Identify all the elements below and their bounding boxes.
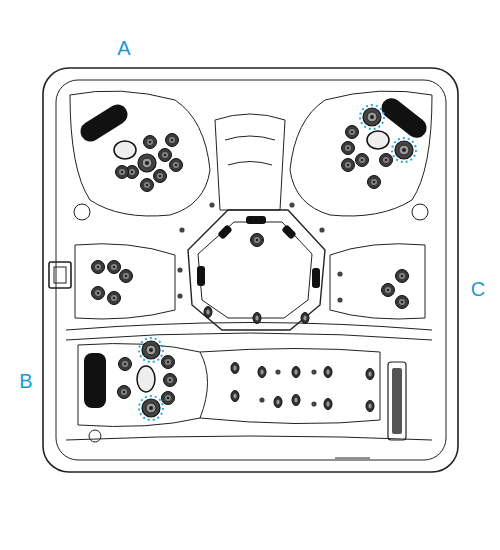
view-label: C bbox=[471, 279, 485, 299]
view-label: A bbox=[117, 38, 130, 58]
view-label: B bbox=[19, 371, 32, 391]
